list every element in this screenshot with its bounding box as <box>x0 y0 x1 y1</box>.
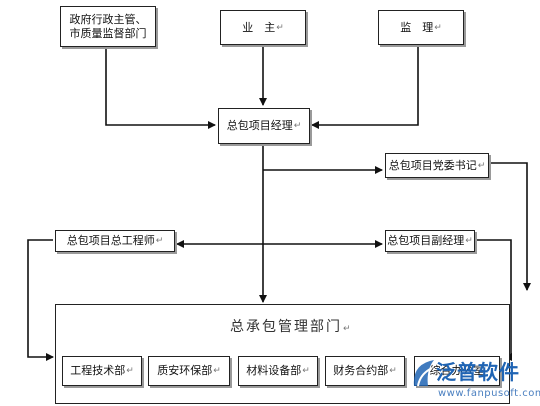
node-chief-engineer-label: 总包项目总工程师 <box>66 234 155 247</box>
node-dept-finance-label: 财务合约部 <box>333 364 389 377</box>
edge-supervisor-to-pm <box>311 45 419 129</box>
node-dept-material: 材料设备部↵ <box>238 356 318 386</box>
node-project-manager-label: 总包项目经理 <box>226 119 293 132</box>
edit-mark: ↵ <box>389 366 397 376</box>
node-dept-safety-label: 质安环保部 <box>157 364 213 377</box>
node-chief-engineer: 总包项目总工程师↵ <box>55 230 175 252</box>
edit-mark: ↵ <box>213 366 221 376</box>
node-owner: 业 主↵ <box>220 10 306 45</box>
node-general-dept-title: 总承包管理部门↵ <box>230 319 353 335</box>
node-party-secretary: 总包项目党委书记↵ <box>385 153 489 178</box>
edge-secretary-to-dept <box>490 162 531 291</box>
edit-mark: ↵ <box>155 236 164 246</box>
edit-mark: ↵ <box>126 366 134 376</box>
edit-mark: ↵ <box>477 160 486 171</box>
brand-name: 泛普软件 <box>436 360 520 384</box>
edit-mark: ↵ <box>465 236 473 246</box>
node-dept-tech: 工程技术部↵ <box>62 356 142 386</box>
node-dept-material-label: 材料设备部 <box>246 364 302 377</box>
edit-mark: ↵ <box>434 22 442 33</box>
edit-mark: ↵ <box>343 324 353 334</box>
node-dept-finance: 财务合约部↵ <box>325 356 405 386</box>
node-dept-office-label: 综合办公室 <box>429 364 485 377</box>
node-dept-tech-label: 工程技术部 <box>70 364 126 377</box>
brand-watermark: 泛普软件 www.fanpusoft.com <box>410 354 540 404</box>
node-supervisor: 监 理↵ <box>378 10 464 45</box>
edit-mark: ↵ <box>302 366 310 376</box>
node-dept-safety: 质安环保部↵ <box>148 356 230 386</box>
brand-url: www.fanpusoft.com <box>438 388 540 399</box>
brand-logo-icon <box>413 360 434 387</box>
node-project-manager: 总包项目经理↵ <box>218 108 310 144</box>
edge-gov-to-pm <box>105 47 216 129</box>
node-party-secretary-label: 总包项目党委书记 <box>388 158 477 172</box>
node-supervisor-label: 监 理 <box>400 20 434 34</box>
edge-chief-to-dept <box>27 239 54 361</box>
node-deputy-pm: 总包项目副经理↵ <box>385 230 475 252</box>
node-general-dept <box>55 304 510 404</box>
node-deputy-pm-label: 总包项目副经理 <box>387 234 465 247</box>
edit-mark: ↵ <box>276 22 284 33</box>
node-gov-dept-label: 政府行政主管、 市质量监督部门 <box>69 12 147 40</box>
node-owner-label: 业 主 <box>242 20 276 34</box>
node-gov-dept: 政府行政主管、 市质量监督部门 <box>60 6 156 47</box>
edit-mark: ↵ <box>293 121 302 131</box>
